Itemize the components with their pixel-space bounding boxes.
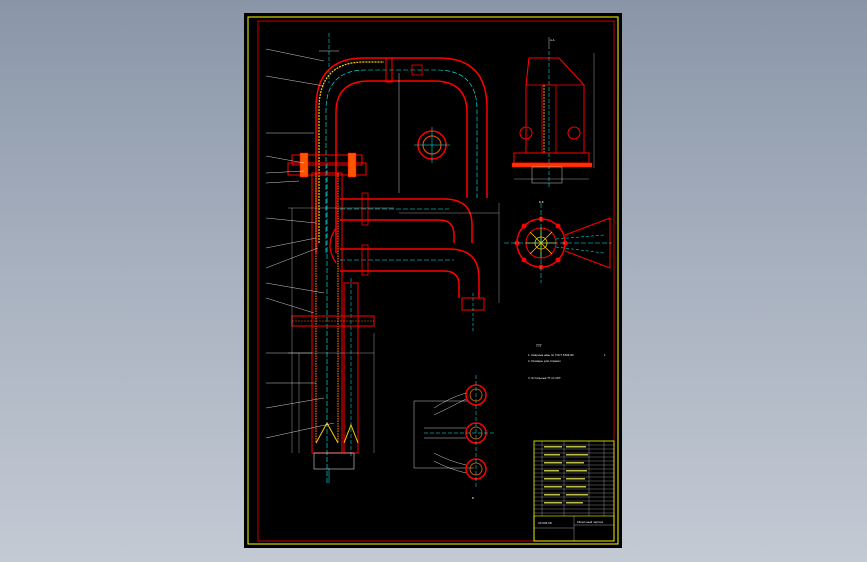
notes-marker: 1: [604, 353, 606, 357]
title-name: Сборочный чертеж: [577, 520, 604, 524]
cad-drawing: А-А Б-Б: [247, 16, 619, 545]
technical-notes: ТТТ 1. Сварные швы по ГОСТ 5264-80 2. Ра…: [528, 344, 606, 380]
notes-heading: ТТТ: [535, 344, 542, 348]
outer-frame: [247, 16, 619, 545]
title-block: ХХ.000.СБ Сборочный чертеж: [533, 440, 615, 542]
inner-frame: [257, 20, 615, 542]
view-label-middle: Б-Б: [539, 200, 544, 204]
notes-line-2: 2. Размеры для справок: [528, 359, 561, 363]
section-view-middle-right: Б-Б: [504, 200, 612, 283]
detail-view-bottom: В: [413, 375, 494, 500]
main-assembly-view: [265, 33, 500, 483]
detail-caption: В: [472, 496, 474, 500]
side-view-top-right: А-А: [511, 37, 595, 188]
title-designation: ХХ.000.СБ: [538, 521, 552, 525]
drawing-sheet: А-А Б-Б: [244, 13, 622, 548]
notes-line-3: 3. Остальные ТТ по ОСТ: [528, 376, 561, 380]
view-label-top: А-А: [550, 38, 555, 42]
notes-line-1: 1. Сварные швы по ГОСТ 5264-80: [528, 353, 574, 357]
